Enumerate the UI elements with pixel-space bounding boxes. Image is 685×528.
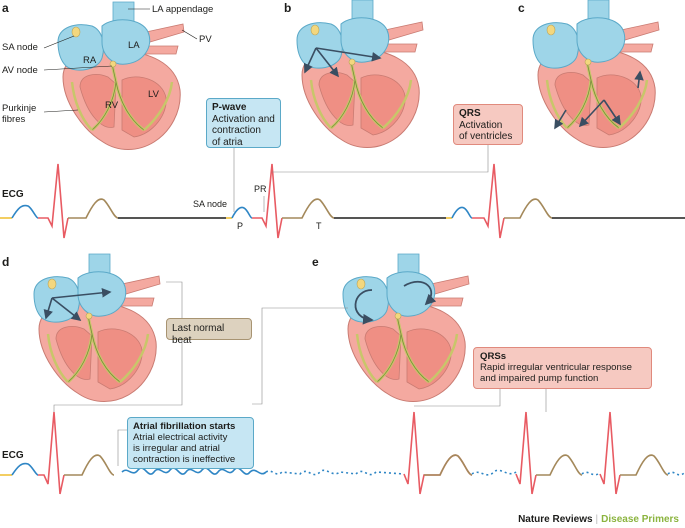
label-rv: RV — [105, 100, 119, 111]
callout-af-line-2: is irregular and atrial — [133, 443, 220, 455]
ecg-label-p: P — [237, 221, 243, 231]
ecg-trace-bottom — [0, 411, 685, 495]
ecg-label-bottom: ECG — [2, 450, 24, 461]
anatomy-leader-lines — [43, 8, 198, 113]
propagation-arrows-b — [303, 47, 382, 78]
ecg-label-sa-node: SA node — [193, 199, 227, 209]
ecg-label-pr: PR — [254, 184, 267, 194]
label-ra: RA — [83, 55, 97, 66]
callout-qrss-title: QRSs — [480, 351, 507, 362]
heart-a — [56, 0, 186, 151]
callout-p-wave-line-1: Activation and — [212, 113, 275, 125]
ecg-label-t: T — [316, 221, 322, 231]
callout-connectors-top — [233, 145, 489, 212]
callout-last-normal-beat-text: Last normal beat — [172, 323, 225, 346]
label-av-node: AV node — [2, 65, 38, 76]
callout-connectors-bottom — [53, 281, 547, 466]
ecg-label-top: ECG — [2, 189, 24, 200]
callout-qrss-line-1: Rapid irregular ventricular response — [480, 362, 632, 374]
callout-p-wave-line-3: of atria — [212, 136, 243, 148]
heart-b — [295, 0, 425, 149]
credit-separator: | — [595, 514, 599, 525]
callout-p-wave: P-wave Activation and contraction of atr… — [206, 98, 281, 148]
callout-qrss-line-2: and impaired pump function — [480, 373, 599, 385]
callout-qrs-title: QRS — [459, 108, 481, 119]
propagation-arrows-c — [554, 70, 644, 130]
reentry-arrows-e — [354, 280, 437, 325]
callout-af-line-1: Atrial electrical activity — [133, 432, 228, 444]
label-sa-node: SA node — [2, 42, 38, 53]
panel-letter-e: e — [312, 255, 319, 269]
panel-letter-a: a — [2, 1, 9, 15]
credit-series: Disease Primers — [601, 514, 679, 525]
label-purkinje-1: Purkinje — [2, 103, 36, 114]
label-la: LA — [128, 40, 140, 51]
callout-qrs-line-1: Activation — [459, 119, 503, 131]
callout-p-wave-title: P-wave — [212, 102, 247, 113]
callout-qrs: QRS Activation of ventricles — [453, 104, 523, 145]
callout-af-line-3: contraction is ineffective — [133, 454, 236, 466]
propagation-arrows-d — [43, 288, 112, 321]
panel-letter-b: b — [284, 1, 291, 15]
label-lv: LV — [148, 89, 160, 100]
callout-af-title: Atrial fibrillation starts — [133, 421, 236, 432]
callout-qrss: QRSs Rapid irregular ventricular respons… — [473, 347, 652, 389]
heart-e — [341, 252, 471, 403]
callout-qrs-line-2: of ventricles — [459, 131, 513, 142]
callout-p-wave-line-2: contraction — [212, 125, 261, 136]
label-purkinje-2: fibres — [2, 114, 25, 125]
credit-journal: Nature Reviews — [518, 514, 593, 525]
heart-d — [32, 252, 162, 403]
panel-letter-c: c — [518, 1, 525, 15]
label-pv: PV — [199, 34, 212, 45]
label-la-appendage: LA appendage — [152, 4, 213, 15]
publisher-credit: Nature Reviews|Disease Primers — [518, 514, 679, 525]
callout-last-normal-beat: Last normal beat — [166, 318, 252, 346]
panel-letter-d: d — [2, 255, 9, 269]
callout-atrial-fibrillation: Atrial fibrillation starts Atrial electr… — [127, 417, 254, 469]
ecg-trace-top — [0, 163, 685, 239]
